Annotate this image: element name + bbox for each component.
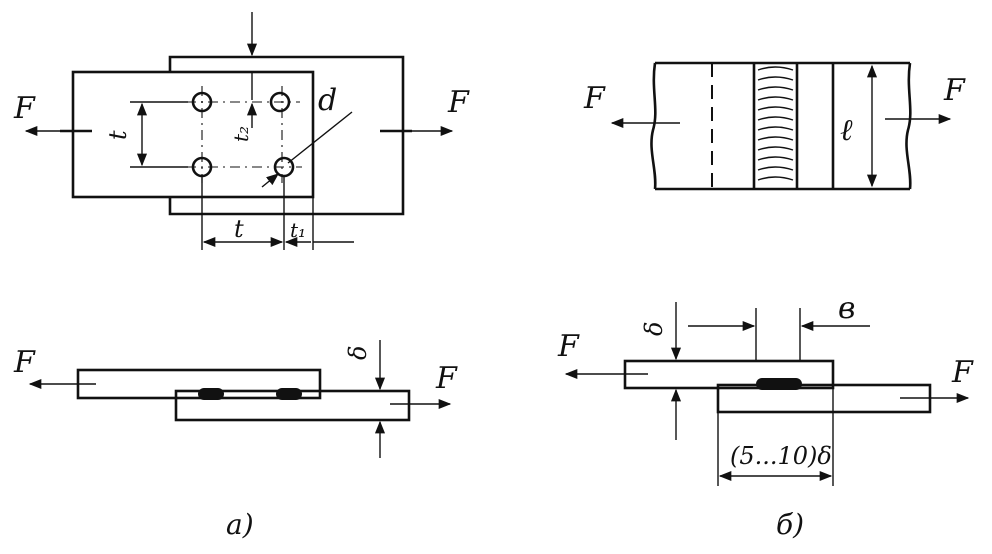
caption-b: б) xyxy=(776,508,804,541)
force-label-right: F xyxy=(951,355,974,390)
rivet-section xyxy=(276,388,302,400)
dim-width-label: в xyxy=(838,291,855,326)
weld-bead xyxy=(757,66,794,181)
weld-section xyxy=(756,378,802,390)
dim-weld-length-label: ℓ xyxy=(840,113,853,148)
left-plate-outline xyxy=(71,70,315,199)
force-label-left: F xyxy=(557,329,580,364)
dim-d-label: d xyxy=(318,83,337,118)
caption-a: а) xyxy=(226,508,254,541)
dim-thickness-label: δ xyxy=(344,346,372,360)
dim-t1-label: t₁ xyxy=(290,218,306,242)
dim-overlap-label: (5...10)δ xyxy=(730,442,832,470)
force-label-left: F xyxy=(13,91,36,126)
dim-t-vertical-label: t xyxy=(104,130,132,140)
force-label-left: F xyxy=(13,345,36,380)
force-label-left: F xyxy=(583,81,606,116)
dim-d-leader xyxy=(287,111,353,164)
plate-break-left xyxy=(650,62,657,190)
dim-thickness-label: δ xyxy=(640,322,668,336)
dim-t2-label: t₂ xyxy=(229,126,253,142)
rivet-section xyxy=(198,388,224,400)
welded-joint-plan: F F ℓ xyxy=(583,61,966,191)
riveted-joint-plan: F F t t₂ d t t₁ xyxy=(13,12,470,250)
force-label-right: F xyxy=(435,361,458,396)
welded-joint-section: F F δ в (5...10)δ xyxy=(557,291,974,486)
force-label-right: F xyxy=(943,73,966,108)
force-label-right: F xyxy=(447,85,470,120)
riveted-joint-section: F F δ xyxy=(13,340,458,458)
dim-t-horizontal-label: t xyxy=(234,215,244,243)
plate-break-right xyxy=(905,62,912,190)
right-plate-outline xyxy=(168,55,405,216)
dim-d-arrow xyxy=(261,173,279,188)
